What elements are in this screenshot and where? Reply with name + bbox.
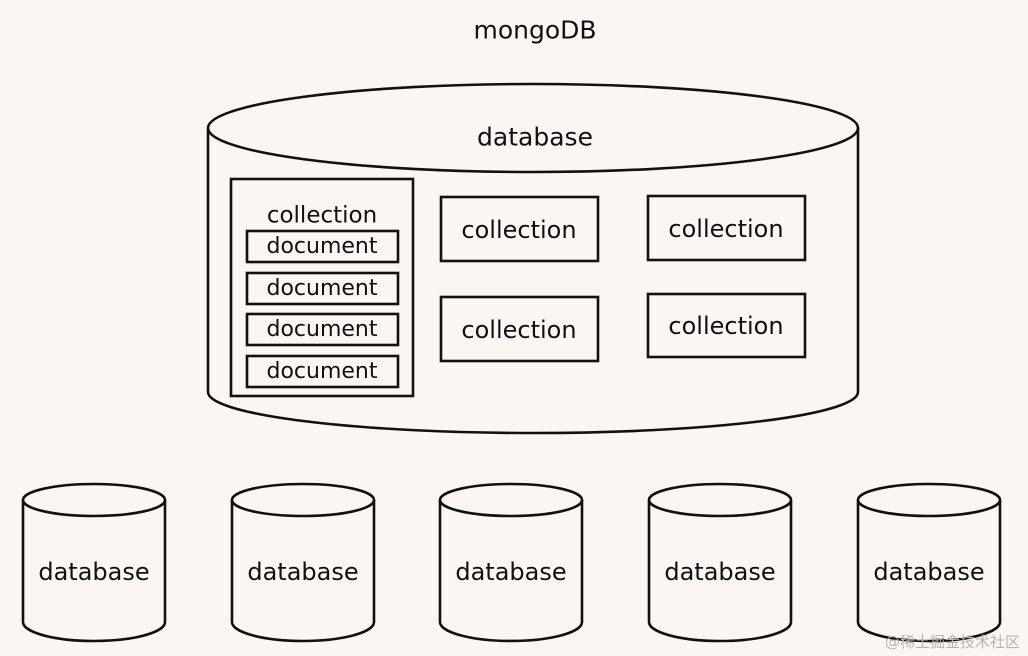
database-cylinder-2: [230, 482, 376, 643]
document-label-2: document: [266, 276, 378, 301]
collection-label-2: collection: [668, 215, 784, 243]
watermark: @稀土掘金技术社区: [884, 633, 1020, 651]
main-database-top: [206, 82, 860, 174]
document-box-3: [245, 312, 400, 347]
database-label-4: database: [664, 558, 776, 586]
diagram-title: mongoDB: [473, 15, 597, 45]
database-label-1: database: [38, 558, 150, 586]
collection-box-1: [439, 195, 600, 263]
main-database-cylinder: [206, 82, 860, 435]
database-label-2: database: [247, 558, 359, 586]
database-label-3: database: [455, 558, 567, 586]
main-database-body: [206, 128, 860, 435]
expanded-collection-box: [229, 177, 415, 398]
collection-label-4: collection: [668, 312, 784, 340]
collection-box-3: [439, 295, 600, 363]
main-database-label: database: [477, 122, 593, 152]
document-label-3: document: [266, 317, 378, 342]
collection-label-3: collection: [461, 316, 577, 344]
database-cylinder-3: [438, 482, 584, 643]
database-cylinder-5: [856, 482, 1002, 643]
collection-box-2: [646, 194, 807, 262]
collection-label-1: collection: [461, 216, 577, 244]
database-cylinder-1: [21, 482, 167, 643]
expanded-collection-label: collection: [266, 202, 378, 229]
collection-box-4: [646, 292, 807, 359]
document-label-1: document: [266, 234, 378, 259]
document-label-4: document: [266, 359, 378, 384]
database-label-5: database: [873, 558, 985, 586]
database-cylinder-4: [647, 482, 793, 643]
document-box-4: [245, 354, 400, 389]
document-box-1: [245, 229, 400, 264]
document-box-2: [245, 271, 400, 306]
